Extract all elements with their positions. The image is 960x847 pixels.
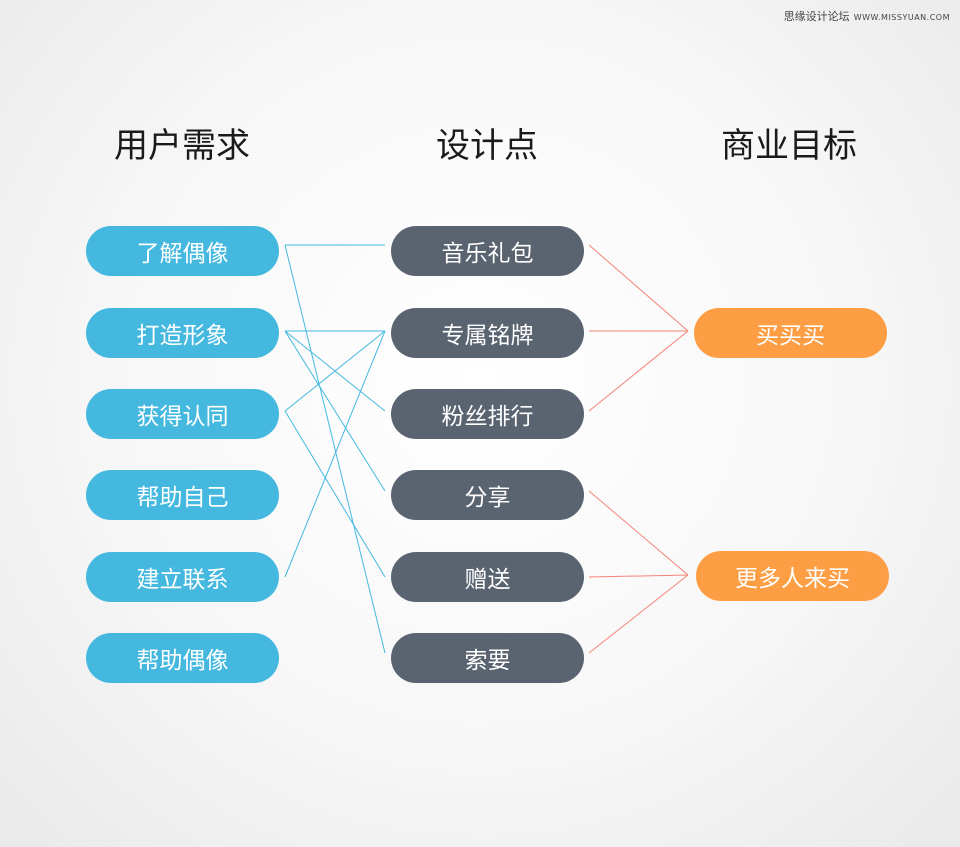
need-pill: 打造形象 <box>86 308 279 358</box>
need-design-link <box>284 330 386 492</box>
design-goal-link <box>588 574 689 578</box>
design-pill: 分享 <box>391 470 584 520</box>
column-title-goals: 商业目标 <box>721 126 857 166</box>
design-goal-link <box>588 330 689 412</box>
need-design-link <box>284 244 386 654</box>
design-pill: 赠送 <box>391 552 584 602</box>
watermark-site-name: 思缘设计论坛 <box>783 10 850 23</box>
design-goal-link <box>588 490 689 576</box>
need-pill: 帮助自己 <box>86 470 279 520</box>
need-pill: 了解偶像 <box>86 226 279 276</box>
design-goal-link <box>588 574 689 654</box>
design-pill: 专属铭牌 <box>391 308 584 358</box>
design-pill: 音乐礼包 <box>391 226 584 276</box>
design-goal-link <box>588 244 689 332</box>
need-pill: 获得认同 <box>86 389 279 439</box>
need-pill: 建立联系 <box>86 552 279 602</box>
column-title-design: 设计点 <box>436 126 538 166</box>
column-title-needs: 用户需求 <box>114 126 250 166</box>
need-design-link <box>284 330 386 412</box>
watermark-url: WWW.MISSYUAN.COM <box>853 13 950 22</box>
goal-pill: 买买买 <box>694 308 887 358</box>
need-design-link <box>284 410 386 578</box>
design-pill: 索要 <box>391 633 584 683</box>
need-pill: 帮助偶像 <box>86 633 279 683</box>
need-design-link <box>284 330 386 578</box>
goal-pill: 更多人来买 <box>696 551 889 601</box>
design-pill: 粉丝排行 <box>391 389 584 439</box>
